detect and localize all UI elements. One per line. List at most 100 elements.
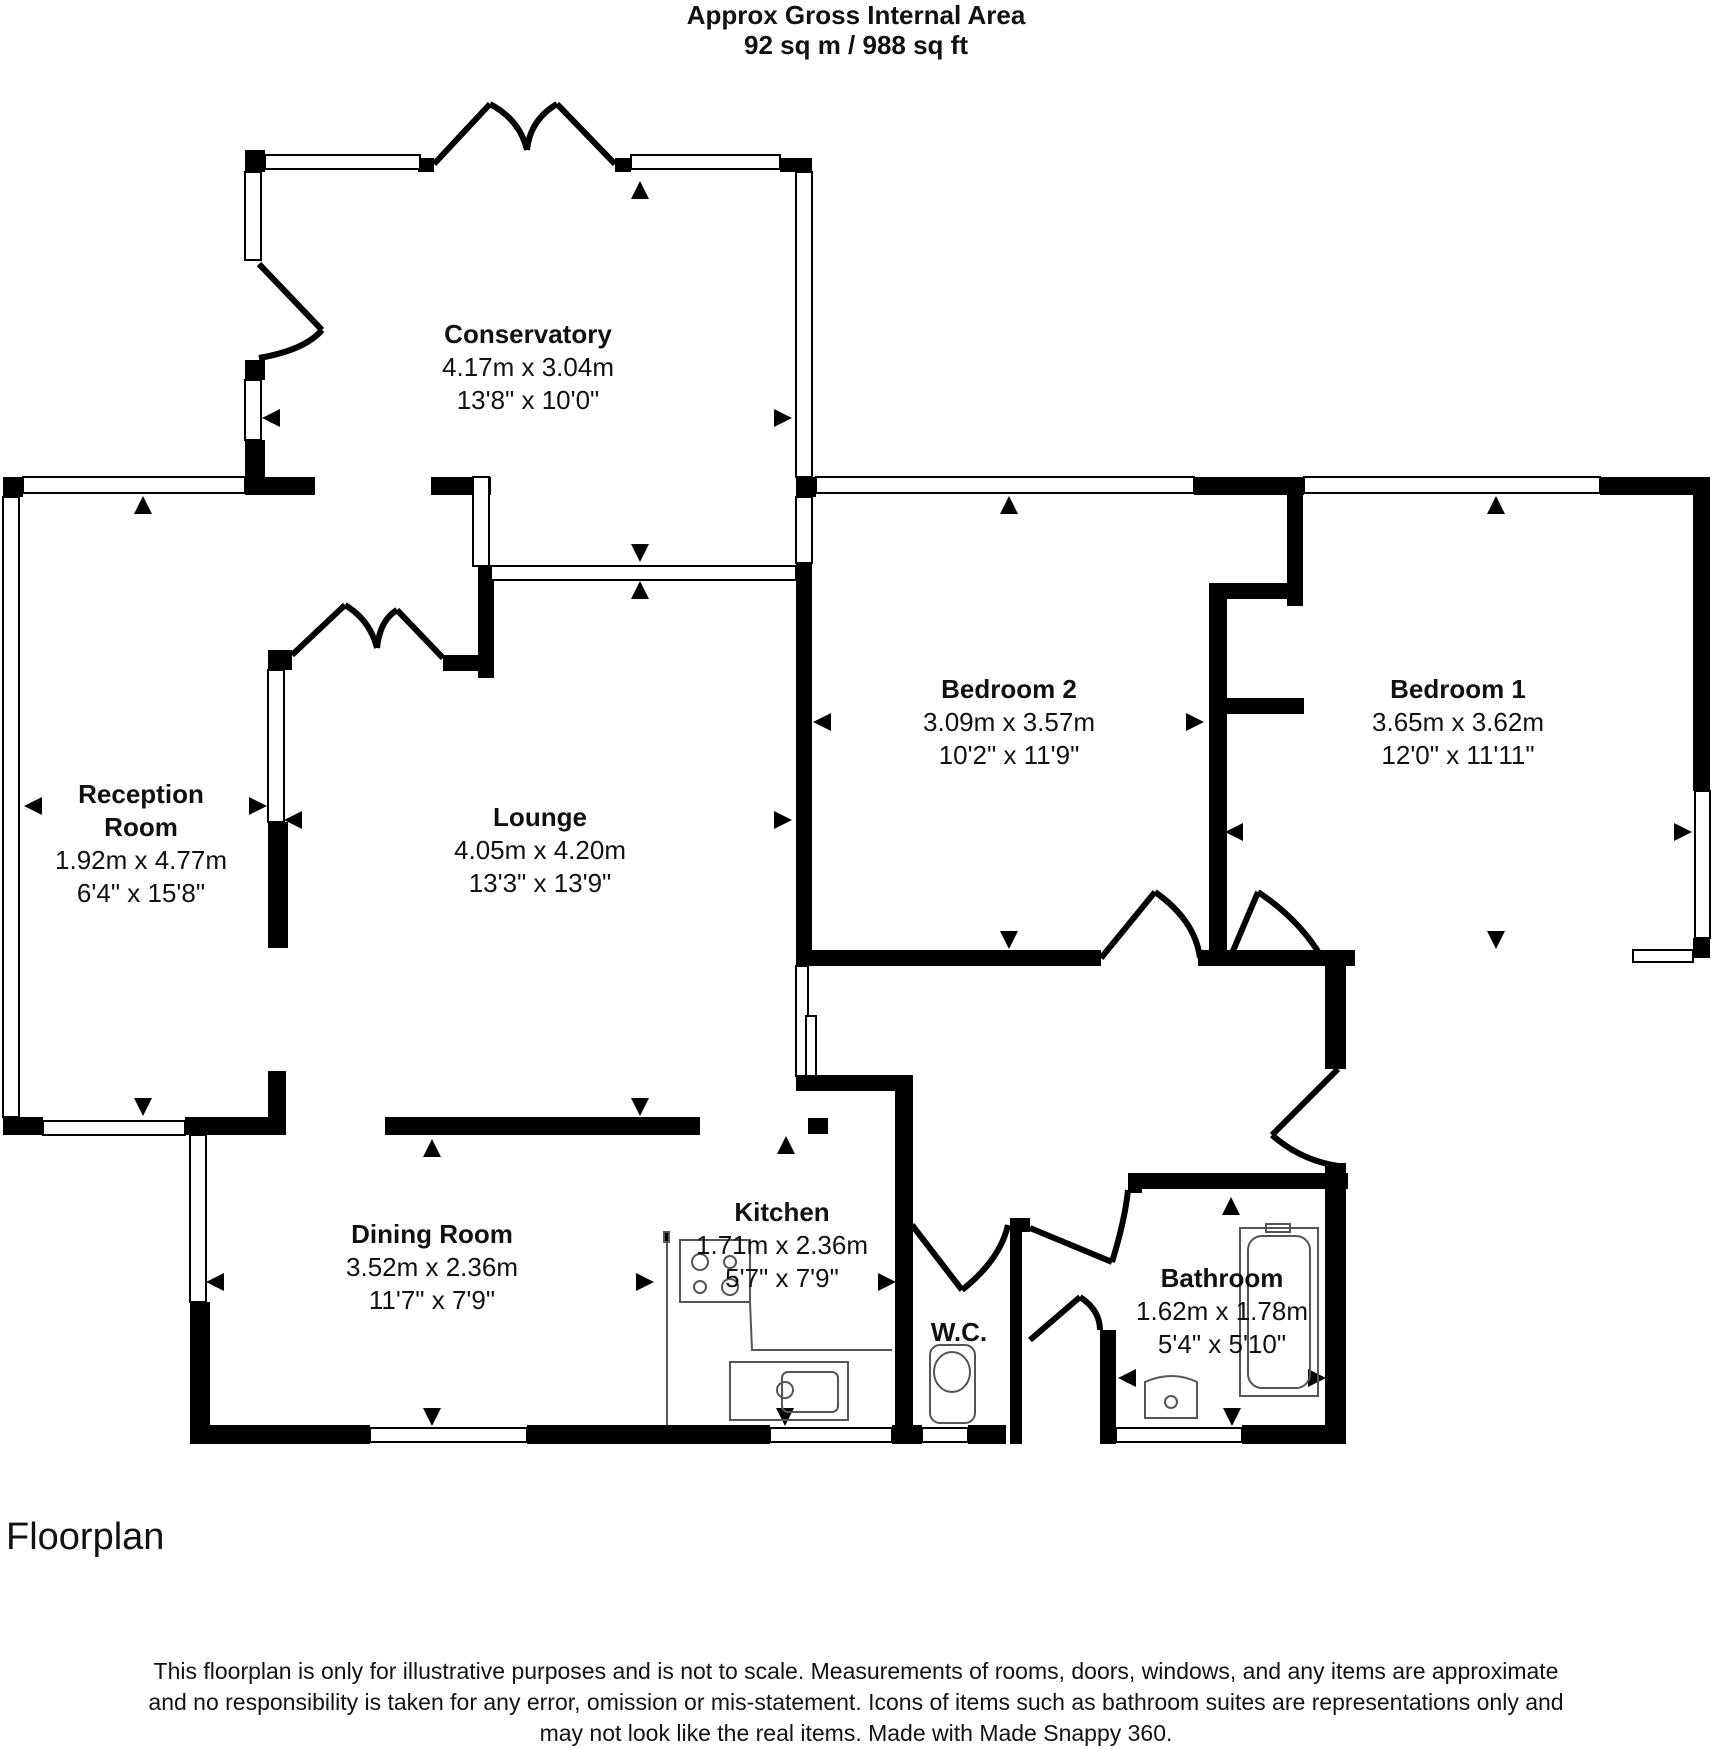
wall-segment bbox=[1287, 477, 1303, 606]
window bbox=[1115, 1427, 1243, 1443]
window bbox=[795, 171, 813, 478]
room-name: Conservatory bbox=[444, 319, 612, 349]
wall-segment bbox=[1128, 1173, 1142, 1193]
room-name: Reception bbox=[78, 779, 204, 809]
room-size-imperial: 5'7" x 7'9" bbox=[725, 1263, 839, 1293]
wall-segment bbox=[780, 158, 812, 172]
room-label-lounge: Lounge 4.05m x 4.20m 13'3" x 13'9" bbox=[454, 801, 626, 900]
window bbox=[815, 476, 1195, 494]
wall-segment bbox=[443, 655, 491, 671]
window bbox=[22, 476, 246, 494]
room-size-metric: 1.71m x 2.36m bbox=[696, 1230, 868, 1260]
room-size-metric: 4.05m x 4.20m bbox=[454, 835, 626, 865]
sink-bowl-icon bbox=[776, 1381, 794, 1399]
measurement-arrow bbox=[1000, 496, 1018, 514]
wall-segment bbox=[796, 477, 816, 497]
measurement-arrow bbox=[774, 409, 792, 427]
worktop-end bbox=[663, 1231, 670, 1243]
measurement-arrow bbox=[631, 581, 649, 599]
measurement-arrow bbox=[1487, 931, 1505, 949]
measurement-arrow bbox=[631, 181, 649, 199]
window bbox=[1303, 476, 1601, 494]
door-swing bbox=[1227, 890, 1261, 960]
room-size-imperial: 10'2" x 11'9" bbox=[938, 740, 1080, 770]
hob-ring-icon bbox=[723, 1255, 737, 1269]
disclaimer: This floorplan is only for illustrative … bbox=[70, 1656, 1642, 1749]
room-size-metric: 3.65m x 3.62m bbox=[1372, 707, 1544, 737]
wall-segment bbox=[1242, 1425, 1346, 1444]
window bbox=[472, 476, 490, 567]
window bbox=[805, 1015, 817, 1077]
measurement-arrow bbox=[878, 1273, 896, 1291]
room-label-reception: Reception Room 1.92m x 4.77m 6'4" x 15'8… bbox=[55, 778, 227, 910]
room-size-imperial: 5'4" x 5'10" bbox=[1157, 1329, 1287, 1359]
measurement-arrow bbox=[206, 1273, 224, 1291]
door-swing bbox=[343, 602, 380, 649]
wall-segment bbox=[796, 563, 812, 966]
wall-segment bbox=[615, 158, 631, 172]
room-size-imperial: 12'0" x 11'11" bbox=[1381, 740, 1535, 770]
measurement-arrow bbox=[284, 811, 302, 829]
window bbox=[769, 1427, 893, 1443]
door-swing bbox=[909, 1223, 965, 1292]
room-label-conservatory: Conservatory 4.17m x 3.04m 13'8" x 10'0" bbox=[442, 318, 614, 417]
window bbox=[1632, 949, 1694, 963]
measurement-arrow bbox=[249, 797, 267, 815]
wall-segment bbox=[245, 440, 265, 480]
room-name: Bathroom bbox=[1160, 1263, 1284, 1293]
measurement-arrow bbox=[1118, 1369, 1136, 1387]
basin-icon bbox=[1144, 1375, 1198, 1419]
wall-segment bbox=[1010, 1218, 1030, 1232]
window bbox=[795, 496, 813, 564]
measurement-arrow bbox=[777, 1136, 795, 1154]
room-label-kitchen: Kitchen 1.71m x 2.36m 5'7" x 7'9" bbox=[696, 1196, 868, 1295]
measurement-arrow bbox=[134, 1098, 152, 1116]
wall-segment bbox=[3, 477, 23, 497]
wall-segment bbox=[245, 150, 265, 172]
room-size-metric: 3.09m x 3.57m bbox=[923, 707, 1095, 737]
room-size-metric: 3.52m x 2.36m bbox=[346, 1252, 518, 1282]
wall-segment bbox=[3, 1117, 43, 1135]
door-swing bbox=[1270, 1132, 1339, 1169]
room-label-bedroom2: Bedroom 2 3.09m x 3.57m 10'2" x 11'9" bbox=[923, 673, 1095, 772]
door-swing bbox=[554, 101, 618, 167]
room-size-imperial: 13'8" x 10'0" bbox=[456, 385, 600, 415]
hob-icon bbox=[679, 1239, 751, 1303]
window bbox=[369, 1427, 528, 1443]
window bbox=[921, 1427, 969, 1443]
door-swing bbox=[524, 101, 559, 151]
measurement-arrow bbox=[134, 496, 152, 514]
measurement-arrow bbox=[774, 811, 792, 829]
measurement-arrow bbox=[1186, 713, 1204, 731]
wall-segment bbox=[418, 158, 434, 172]
toilet-icon bbox=[929, 1344, 976, 1424]
bath-icon bbox=[1239, 1227, 1319, 1397]
room-label-bedroom1: Bedroom 1 3.65m x 3.62m 12'0" x 11'11" bbox=[1372, 673, 1544, 772]
measurement-arrow bbox=[423, 1139, 441, 1157]
toilet-bowl-icon bbox=[933, 1351, 971, 1393]
measurement-arrow bbox=[631, 544, 649, 562]
plan-title: Floorplan bbox=[6, 1516, 165, 1558]
door-swing bbox=[431, 101, 493, 167]
wall-segment bbox=[895, 1075, 913, 1444]
wall-segment bbox=[1693, 938, 1710, 958]
window bbox=[1694, 790, 1711, 939]
wall-segment bbox=[385, 1117, 700, 1135]
wall-segment bbox=[245, 477, 315, 495]
area-title: Approx Gross Internal Area bbox=[686, 0, 1026, 30]
room-size-metric: 1.92m x 4.77m bbox=[55, 845, 227, 875]
wall-segment bbox=[1315, 950, 1355, 966]
measurement-arrow bbox=[262, 409, 280, 427]
measurement-arrow bbox=[423, 1408, 441, 1426]
room-name: W.C. bbox=[930, 1317, 988, 1347]
door-swing bbox=[1256, 889, 1325, 960]
sink-icon bbox=[729, 1361, 849, 1421]
wall-segment bbox=[796, 1075, 912, 1091]
wall-segment bbox=[185, 1117, 285, 1135]
window bbox=[244, 379, 262, 441]
wall-segment bbox=[1209, 583, 1227, 966]
wall-segment bbox=[190, 1302, 210, 1444]
room-name: Lounge bbox=[493, 802, 587, 832]
bath-tap-icon bbox=[1265, 1223, 1291, 1233]
floorplan-drawing bbox=[2, 101, 1711, 1444]
